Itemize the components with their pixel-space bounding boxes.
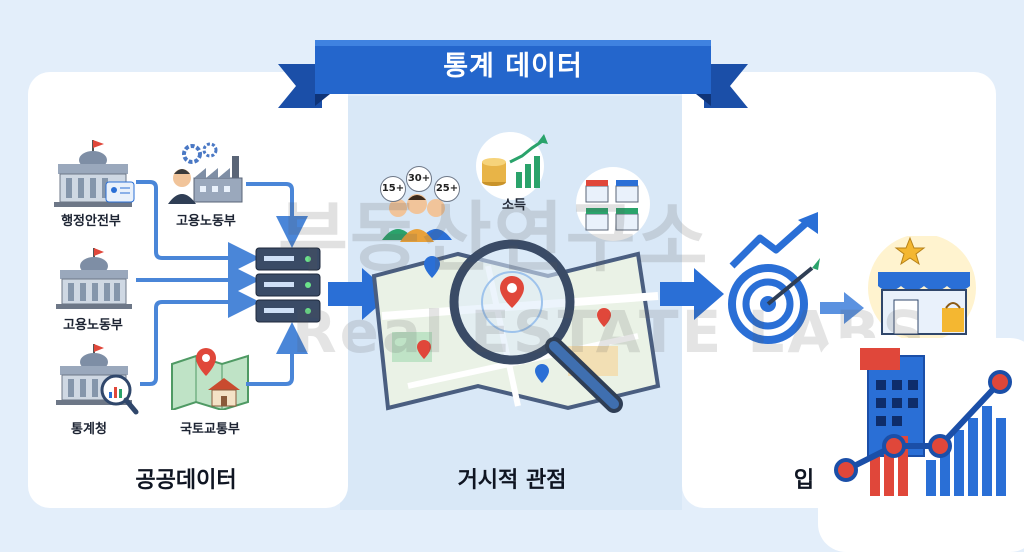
income-coins-icon [476, 132, 548, 200]
molit-map-icon [171, 348, 249, 410]
label-moel-top: 고용노동부 [176, 214, 236, 229]
banner-ribbon [278, 40, 748, 108]
age-badge-25: 25+ [434, 176, 460, 202]
label-moel-left: 고용노동부 [63, 318, 123, 333]
people-group-icon [382, 194, 452, 242]
watermark-english: Real ESTATE LABS [292, 298, 928, 366]
moel-factory-icon [168, 142, 243, 204]
label-income: 소득 [502, 198, 526, 213]
kostat-building-icon [56, 344, 139, 415]
target-growth-icon [728, 212, 820, 344]
section-title-public-data: 공공데이터 [135, 468, 237, 493]
section-title-macro-view: 거시적 관점 [457, 468, 567, 493]
arrow-right-2-icon [660, 268, 724, 320]
shops-icon [576, 167, 650, 241]
mois-building-icon [54, 140, 135, 207]
label-mois: 행정안전부 [61, 214, 121, 229]
section-title-right: 입 [793, 468, 815, 493]
map-magnifier-icon [371, 239, 661, 413]
server-icon [255, 247, 321, 323]
watermark-korean: 부동산연구소 [278, 193, 710, 282]
label-kostat: 통계청 [71, 422, 107, 437]
age-badge-30: 30+ [406, 166, 432, 192]
label-molit: 국토교통부 [180, 422, 240, 437]
shop-star-icon [868, 236, 976, 340]
age-badge-15: 15+ [380, 176, 406, 202]
banner-title: 통계 데이터 [443, 51, 583, 82]
moel-building-icon [56, 248, 132, 309]
real-estate-logo-icon [834, 348, 1012, 496]
arrow-right-3-icon [820, 292, 864, 324]
